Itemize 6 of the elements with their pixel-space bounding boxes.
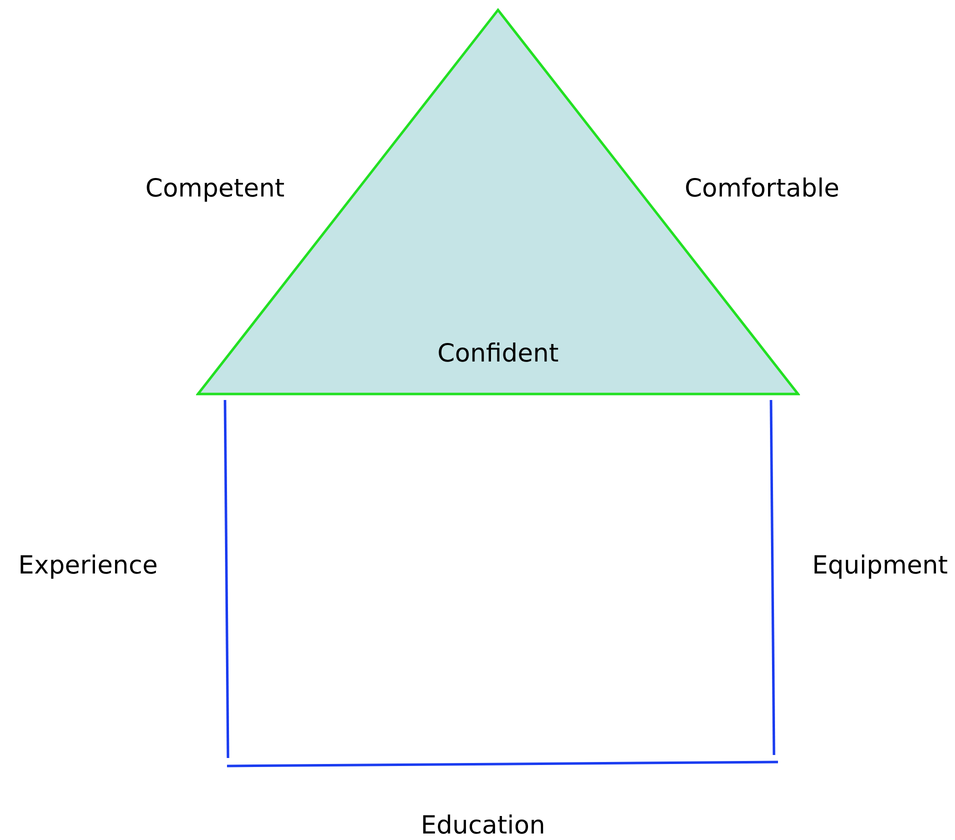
- side-label: Equipment: [812, 550, 948, 580]
- node-label: Confident: [437, 338, 559, 368]
- side-label: Education: [420, 810, 546, 840]
- side-label: Competent: [145, 174, 285, 202]
- side-label: Comfortable: [684, 174, 840, 202]
- side-label: Experience: [18, 550, 158, 580]
